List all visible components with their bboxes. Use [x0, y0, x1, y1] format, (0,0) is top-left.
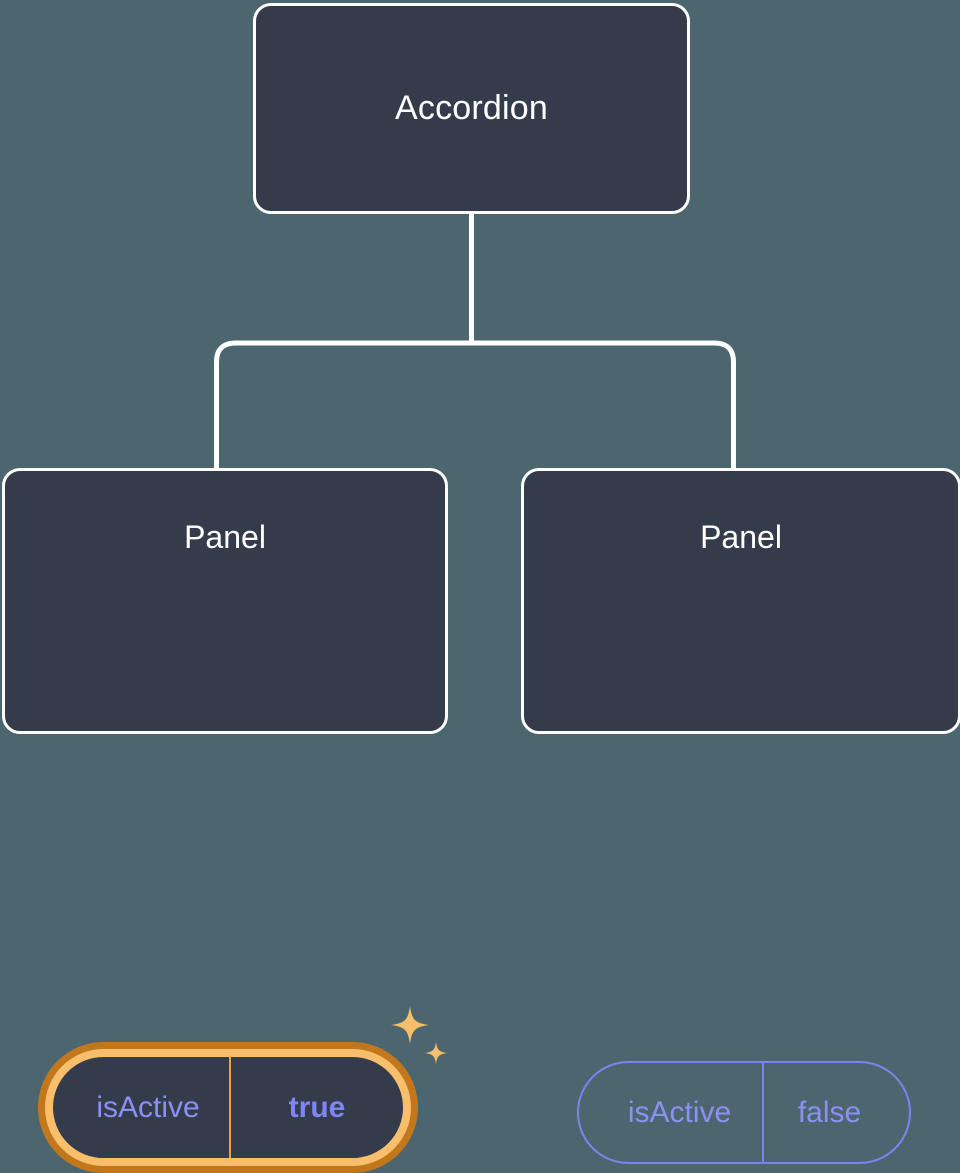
node-accordion-title: Accordion	[395, 89, 548, 127]
node-panel-right-title: Panel	[700, 519, 782, 555]
sparkles-icon	[388, 1004, 450, 1076]
connector-branch-bus	[214, 340, 736, 470]
prop-pill-content: isActive true	[53, 1057, 403, 1158]
prop-pill-plain[interactable]: isActive false	[577, 1061, 911, 1164]
prop-key-isactive: isActive	[579, 1063, 764, 1162]
node-panel-left-title: Panel	[184, 519, 266, 555]
prop-value-true: true	[288, 1090, 346, 1124]
prop-value-false: false	[797, 1095, 862, 1129]
node-accordion[interactable]: Accordion	[253, 3, 690, 214]
node-panel-right[interactable]: Panel isActive false	[521, 468, 960, 1164]
prop-key-isactive: isActive	[53, 1057, 231, 1158]
node-panel-left[interactable]: Panel isActive true	[2, 468, 448, 1173]
component-tree-canvas: Accordion Panel isActive true Panel isAc…	[2, 3, 960, 1173]
prop-pill-highlighted[interactable]: isActive true	[38, 1042, 418, 1173]
